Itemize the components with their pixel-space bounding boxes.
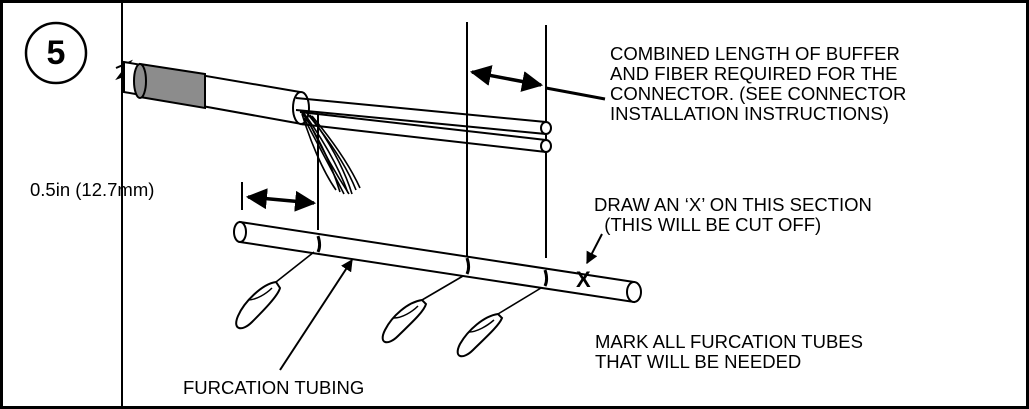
- connector-leader: [545, 86, 606, 101]
- tube-mark-3: [543, 269, 548, 287]
- pen-icon: [381, 275, 464, 344]
- connector-length-arrow: [469, 65, 544, 92]
- furcation-tube: [233, 220, 642, 304]
- x-mark: X: [576, 267, 591, 292]
- pen-icon: [456, 287, 542, 358]
- tube-mark-1: [316, 235, 321, 253]
- aramid-yarn: [299, 109, 361, 195]
- buffered-fibers: [295, 97, 552, 153]
- furcation-tubing-label: FURCATION TUBING: [183, 377, 365, 398]
- draw-x-label: DRAW AN ‘X’ ON THIS SECTION (THIS WILL B…: [594, 194, 872, 235]
- strip-length-arrow: [245, 188, 317, 212]
- connector-length-label: COMBINED LENGTH OF BUFFER AND FIBER REQU…: [610, 43, 907, 124]
- x-section-arrow: [586, 233, 603, 265]
- strip-length-label: 0.5in (12.7mm): [30, 179, 155, 200]
- furcation-leader: [279, 258, 353, 371]
- step-number: 5: [46, 34, 66, 72]
- cable: [123, 60, 310, 126]
- tube-end: [626, 281, 642, 303]
- mark-all-label: MARK ALL FURCATION TUBES THAT WILL BE NE…: [595, 331, 863, 372]
- step-circle: [24, 21, 88, 85]
- pen-icon: [235, 251, 315, 330]
- tube-mark-2: [465, 257, 470, 275]
- cable-band: [139, 62, 206, 110]
